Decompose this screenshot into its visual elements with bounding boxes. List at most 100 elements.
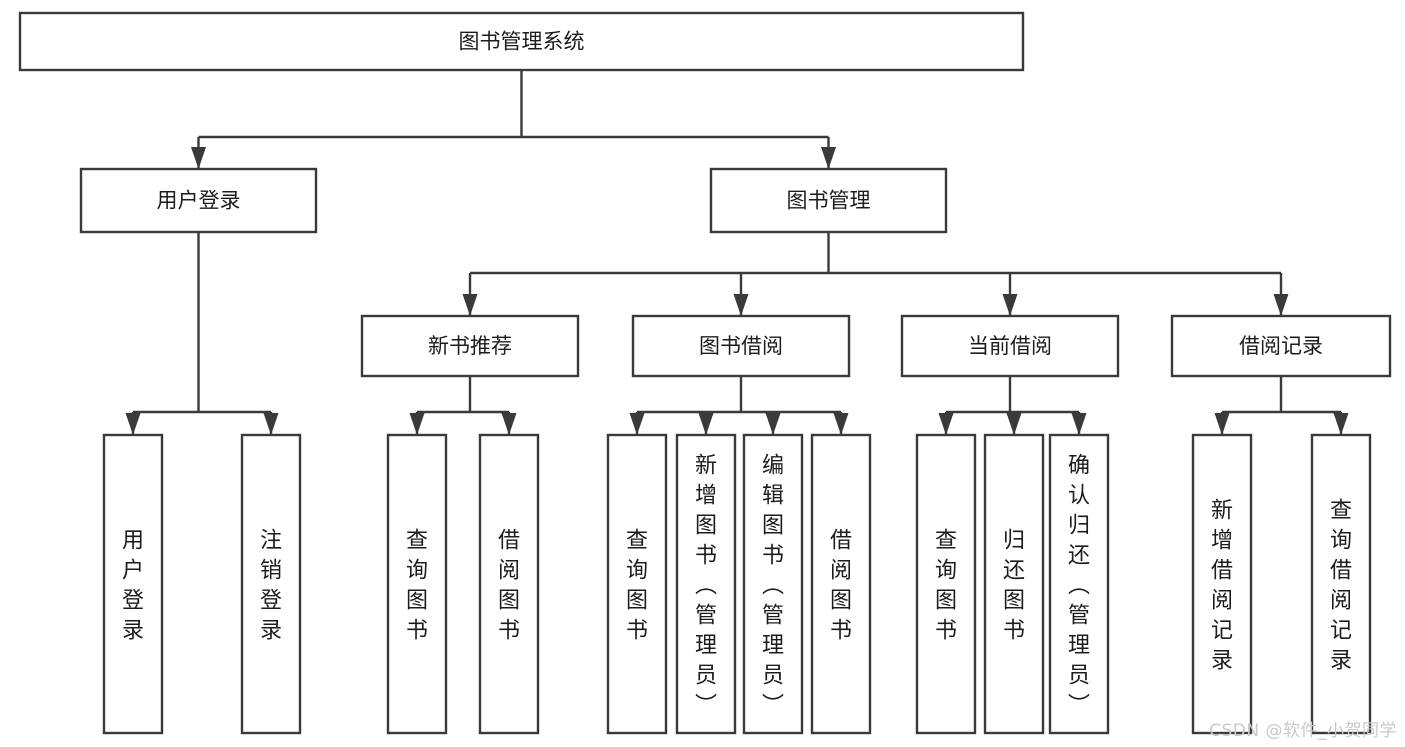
- node-label-borrow-borrow-book: 借: [830, 528, 852, 553]
- arrow-head-book-borrow: [733, 294, 749, 316]
- node-label-borrow-edit-book: ︶: [762, 693, 784, 718]
- node-box-current-borrow: [900, 314, 1120, 378]
- arrow-head-borrow-record: [1273, 294, 1289, 316]
- node-box-borrow-add-book: [675, 433, 737, 735]
- node-label-borrow-query-book: 查: [626, 528, 648, 553]
- node-label-current-query-book: 图: [935, 588, 957, 613]
- node-box-borrow-borrow-book: [810, 433, 872, 735]
- node-book-borrow[interactable]: 图书借阅: [631, 314, 851, 378]
- arrow-head-borrow-query-book: [629, 413, 645, 435]
- node-label-current-query-book: 查: [935, 528, 957, 553]
- node-box-record-add-record: [1191, 433, 1253, 735]
- node-box-borrow-edit-book: [742, 433, 804, 735]
- node-label-borrow-add-book: ︶: [695, 693, 717, 718]
- node-label-borrow-edit-book: 辑: [762, 483, 784, 508]
- node-label-root: 图书管理系统: [459, 30, 585, 54]
- node-label-current-return-book: 图: [1003, 588, 1025, 613]
- node-root[interactable]: 图书管理系统: [18, 11, 1025, 72]
- node-box-borrow-query-book: [606, 433, 668, 735]
- node-box-current-confirm-return: [1048, 433, 1110, 735]
- node-new-book-recommend[interactable]: 新书推荐: [360, 314, 580, 378]
- node-book-management[interactable]: 图书管理: [709, 167, 948, 234]
- node-box-user-login-logout: [240, 433, 302, 735]
- node-label-recommend-query-book: 书: [406, 618, 428, 643]
- node-label-current-confirm-return: 确: [1068, 453, 1090, 478]
- node-label-borrow-add-book: 图: [695, 513, 717, 538]
- node-label-current-confirm-return: 理: [1068, 633, 1090, 658]
- node-label-current-confirm-return: 员: [1068, 663, 1090, 688]
- node-label-current-return-book: 书: [1003, 618, 1025, 643]
- node-label-user-login-login: 户: [122, 558, 144, 583]
- node-label-current-return-book: 归: [1003, 528, 1025, 553]
- node-box-recommend-query-book: [386, 433, 448, 735]
- node-label-borrow-add-book: 书: [695, 543, 717, 568]
- node-user-login[interactable]: 用户登录: [79, 167, 318, 234]
- node-box-user-login-login: [102, 433, 164, 735]
- node-label-current-confirm-return: 归: [1068, 513, 1090, 538]
- node-label-borrow-add-book: ︵: [695, 573, 717, 598]
- node-box-user-login: [79, 167, 318, 234]
- node-label-borrow-add-book: 增: [695, 483, 717, 508]
- arrow-head-current-confirm-return: [1071, 413, 1087, 435]
- arrow-head-new-book-recommend: [462, 294, 478, 316]
- node-label-record-add-record: 阅: [1211, 588, 1233, 613]
- node-label-borrow-edit-book: 书: [762, 543, 784, 568]
- arrow-head-user-login: [191, 147, 206, 169]
- node-label-current-return-book: 还: [1003, 558, 1025, 583]
- arrow-head-borrow-add-book: [698, 413, 714, 435]
- node-label-current-confirm-return: ︶: [1068, 693, 1090, 718]
- node-label-book-borrow: 图书借阅: [699, 334, 783, 358]
- node-box-recommend-borrow-book: [478, 433, 540, 735]
- node-label-borrow-query-book: 图: [626, 588, 648, 613]
- node-label-current-confirm-return: 认: [1068, 483, 1090, 508]
- node-box-record-query-record: [1310, 433, 1372, 735]
- node-box-current-return-book: [983, 433, 1045, 735]
- node-label-borrow-add-book: 新: [695, 453, 717, 478]
- arrow-head-borrow-borrow-book: [833, 413, 849, 435]
- node-label-recommend-borrow-book: 借: [498, 528, 520, 553]
- node-label-user-login-login: 用: [122, 528, 144, 553]
- node-box-root: [18, 11, 1025, 72]
- arrow-head-book-management: [821, 147, 836, 169]
- node-label-user-login-logout: 登: [260, 588, 282, 613]
- node-label-borrow-query-book: 询: [626, 558, 648, 583]
- node-label-recommend-query-book: 查: [406, 528, 428, 553]
- node-label-borrow-edit-book: 图: [762, 513, 784, 538]
- node-label-record-query-record: 查: [1330, 498, 1352, 523]
- node-label-record-add-record: 借: [1211, 558, 1233, 583]
- node-label-record-add-record: 增: [1211, 528, 1233, 553]
- node-borrow-record[interactable]: 借阅记录: [1170, 314, 1392, 378]
- node-label-user-login-logout: 销: [260, 558, 282, 583]
- node-user-login-login[interactable]: 用户登录: [102, 433, 164, 735]
- node-label-recommend-borrow-book: 书: [498, 618, 520, 643]
- node-label-borrow-edit-book: 员: [762, 663, 784, 688]
- node-label-borrow-edit-book: 管: [762, 603, 784, 628]
- node-label-current-confirm-return: ︵: [1068, 573, 1090, 598]
- node-label-record-query-record: 询: [1330, 528, 1352, 553]
- node-label-recommend-query-book: 图: [406, 588, 428, 613]
- node-label-user-login-login: 录: [122, 618, 144, 643]
- arrow-head-current-borrow: [1002, 294, 1018, 316]
- arrow-head-user-login-logout: [263, 413, 279, 435]
- node-label-current-query-book: 书: [935, 618, 957, 643]
- node-label-book-management: 图书管理: [787, 189, 871, 213]
- node-label-record-add-record: 新: [1211, 498, 1233, 523]
- node-current-borrow[interactable]: 当前借阅: [900, 314, 1120, 378]
- arrow-head-recommend-query-book: [409, 413, 425, 435]
- node-label-recommend-borrow-book: 阅: [498, 558, 520, 583]
- node-box-new-book-recommend: [360, 314, 580, 378]
- node-box-current-query-book: [915, 433, 977, 735]
